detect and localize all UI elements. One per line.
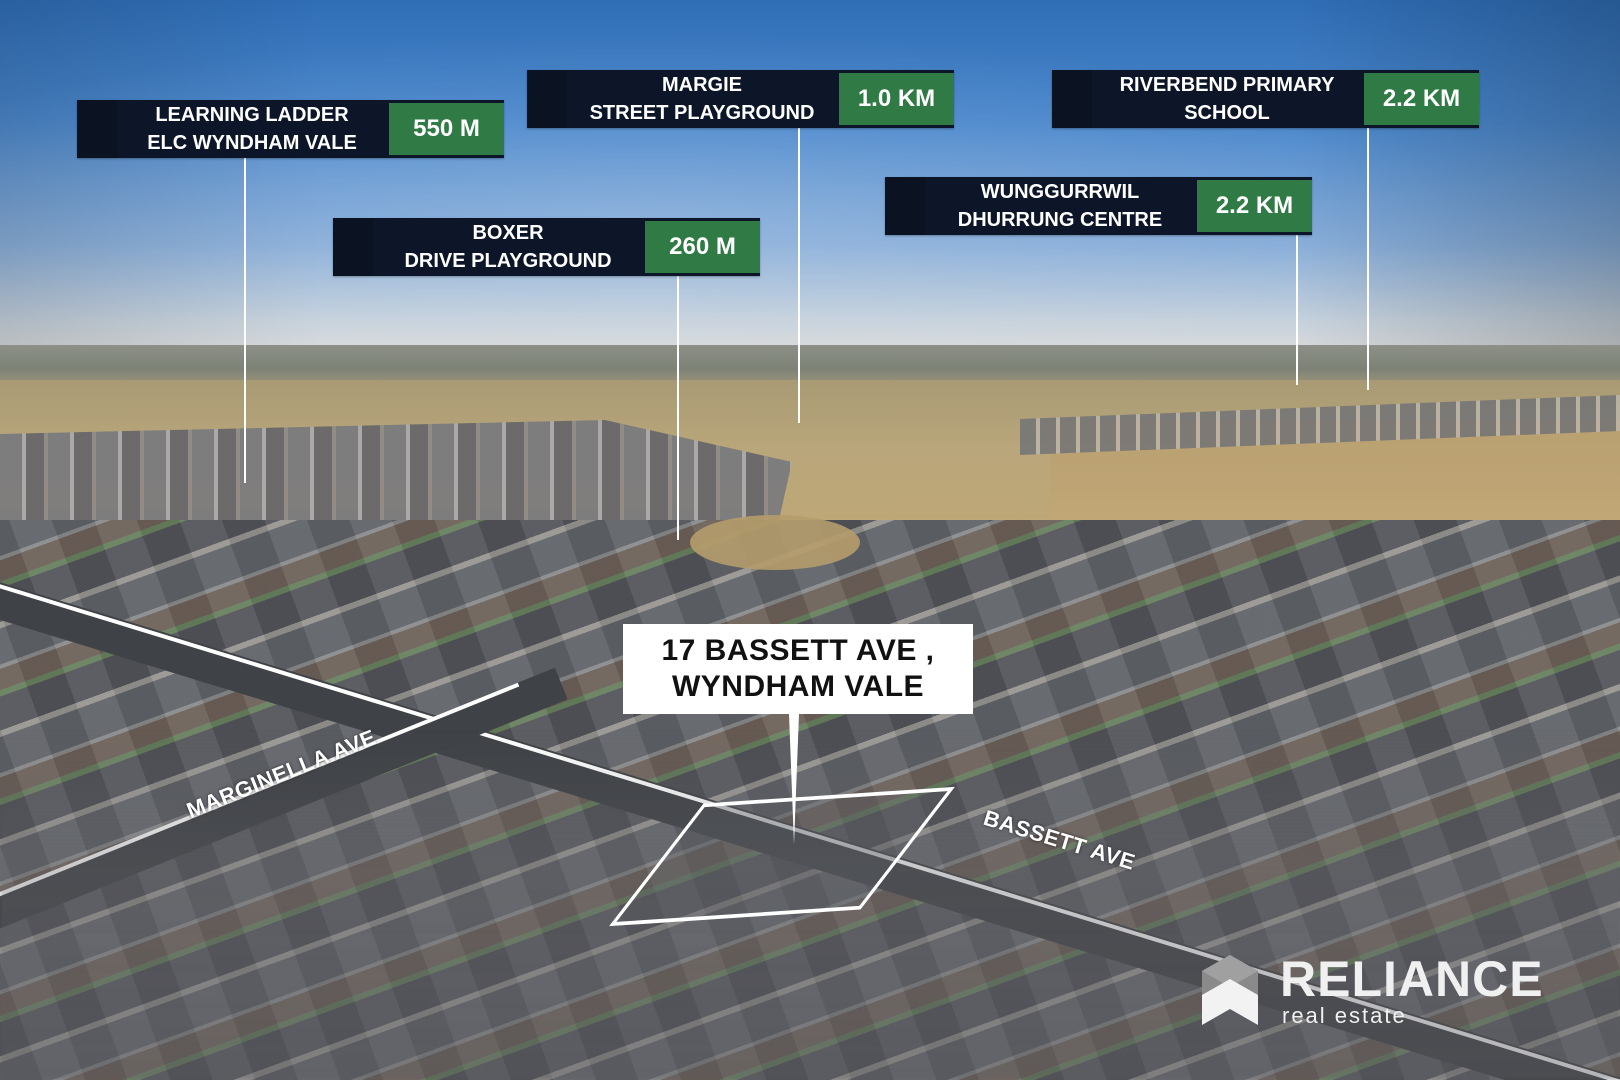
callout-learning-ladder: LEARNING LADDER ELC WYNDHAM VALE 550 M [77, 100, 504, 158]
callout-distance: 550 M [387, 100, 504, 158]
callout-name: MARGIE STREET PLAYGROUND [527, 70, 837, 128]
callout-name: RIVERBEND PRIMARY SCHOOL [1052, 70, 1362, 128]
address-line2: WYNDHAM VALE [671, 670, 925, 703]
pointer-line-margie [798, 128, 800, 423]
callout-margie-street-playground: MARGIE STREET PLAYGROUND 1.0 KM [527, 70, 954, 128]
callout-distance: 260 M [643, 218, 760, 276]
callout-name-line2: SCHOOL [1184, 102, 1270, 124]
callout-name-line1: MARGIE [662, 74, 742, 96]
logo-brand: RELIANCE [1280, 951, 1544, 1007]
address-line1: 17 BASSETT AVE , [661, 634, 935, 667]
property-address-label: 17 BASSETT AVE , WYNDHAM VALE [623, 624, 973, 714]
callout-name-line1: BOXER [472, 222, 544, 244]
address-pointer [789, 714, 799, 844]
callout-name-line2: STREET PLAYGROUND [589, 102, 815, 124]
pointer-line-riverbend [1367, 128, 1369, 390]
callout-distance: 2.2 KM [1195, 177, 1312, 235]
reliance-logo: RELIANCE real estate [1200, 951, 1544, 1029]
callout-name-line1: RIVERBEND PRIMARY [1119, 74, 1335, 96]
reliance-house-icon [1200, 955, 1260, 1025]
callout-boxer-drive-playground: BOXER DRIVE PLAYGROUND 260 M [333, 218, 760, 276]
callout-name: LEARNING LADDER ELC WYNDHAM VALE [77, 100, 387, 158]
pointer-line-learning-ladder [244, 155, 246, 483]
callout-name-line2: ELC WYNDHAM VALE [147, 132, 357, 154]
callout-name-line2: DRIVE PLAYGROUND [404, 250, 612, 272]
pointer-line-boxer [677, 275, 679, 540]
callout-distance: 2.2 KM [1362, 70, 1479, 128]
pointer-line-wunggurrwil [1296, 235, 1298, 385]
horizon-treeline [0, 345, 1620, 385]
logo-tagline: real estate [1282, 1003, 1407, 1028]
callout-name: WUNGGURRWIL DHURRUNG CENTRE [885, 177, 1195, 235]
callout-name-line1: LEARNING LADDER [155, 104, 349, 126]
callout-name-line2: DHURRUNG CENTRE [957, 209, 1163, 231]
callout-wunggurrwil-dhurrung-centre: WUNGGURRWIL DHURRUNG CENTRE 2.2 KM [885, 177, 1312, 235]
callout-name: BOXER DRIVE PLAYGROUND [333, 218, 643, 276]
sky-shading [0, 0, 1620, 350]
foreground-blur [0, 730, 1620, 1080]
sky [0, 0, 1620, 350]
callout-name-line1: WUNGGURRWIL [980, 181, 1140, 203]
callout-distance: 1.0 KM [837, 70, 954, 128]
callout-riverbend-primary-school: RIVERBEND PRIMARY SCHOOL 2.2 KM [1052, 70, 1479, 128]
park-area [690, 515, 860, 570]
